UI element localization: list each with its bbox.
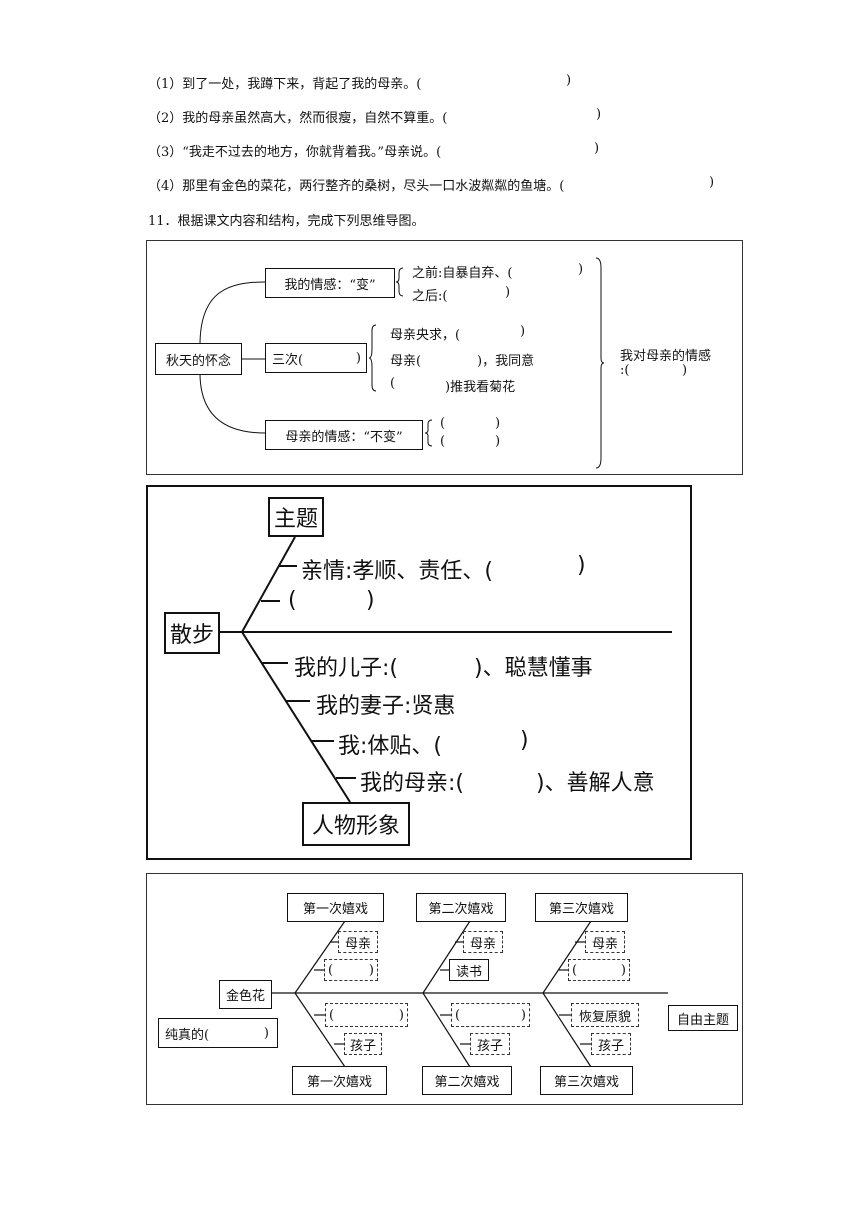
map3-g2-down-1: () xyxy=(451,1003,530,1027)
map3-top-2: 第二次嬉戏 xyxy=(416,893,506,922)
map2-son: 我的儿子:( xyxy=(294,656,398,681)
map1-branch-three-times: 三次() xyxy=(265,343,367,373)
question-4: （4）那里有金色的菜花，两行整齐的桑树，尽头一口水波粼粼的鱼塘。( xyxy=(148,179,565,194)
map3-g2-up-1: 母亲 xyxy=(463,931,503,953)
map1-branch-my-feeling: 我的情感：“变” xyxy=(265,268,395,298)
map3-root: 金色花 xyxy=(219,980,272,1009)
map3-g2-down-2: 孩子 xyxy=(470,1033,510,1055)
map1-branch-mother-feeling: 母亲的情感：“不变” xyxy=(265,420,423,450)
map3-g1-up-1: 母亲 xyxy=(338,931,378,953)
map1-right-blank: :( xyxy=(620,363,630,378)
map1-time-2: 母亲( xyxy=(390,354,422,369)
question-1-close: ) xyxy=(566,73,572,88)
map1-after: 之后:( xyxy=(412,289,448,304)
map3-bottom-1: 第一次嬉戏 xyxy=(292,1066,387,1095)
map2-me: 我:体贴、( xyxy=(338,734,442,759)
map3-g1-up-2: () xyxy=(324,959,378,981)
map3-bottom-2: 第二次嬉戏 xyxy=(422,1066,512,1095)
map2-theme-box: 主题 xyxy=(268,497,324,537)
map1-before: 之前:自暴自弃、( xyxy=(412,266,513,281)
question-2-close: ) xyxy=(596,107,602,122)
map3-right-box: 自由主题 xyxy=(668,1005,738,1031)
map2-theme-blank: ( xyxy=(288,588,297,613)
map3-top-3: 第三次嬉戏 xyxy=(535,893,628,922)
map2-walk-box: 散步 xyxy=(164,612,220,654)
map2-mother: 我的母亲:( xyxy=(360,771,464,796)
map1-root: 秋天的怀念 xyxy=(155,343,242,375)
map1-time-3: ( xyxy=(390,376,396,391)
question-2: （2）我的母亲虽然高大，然而很瘦，自然不算重。( xyxy=(148,111,448,126)
map1-unchanged-2: ( xyxy=(440,434,446,449)
map2-family-love: 亲情:孝顺、责任、( xyxy=(301,559,493,584)
map3-g1-down-2: 孩子 xyxy=(344,1033,382,1055)
map3-bottom-3: 第三次嬉戏 xyxy=(540,1066,633,1095)
map3-g3-up-2: () xyxy=(568,959,630,981)
map3-top-1: 第一次嬉戏 xyxy=(287,893,384,922)
map3-g3-down-1: 恢复原貌 xyxy=(571,1003,639,1027)
map2-wife: 我的妻子:贤惠 xyxy=(316,694,456,719)
question-11: 11．根据课文内容和结构，完成下列思维导图。 xyxy=(148,214,425,229)
map1-time-1: 母亲央求，( xyxy=(390,328,461,343)
question-1: （1）到了一处，我蹲下来，背起了我的母亲。( xyxy=(148,77,422,92)
map2-characters-box: 人物形象 xyxy=(302,802,410,846)
map1-unchanged-1: ( xyxy=(440,416,446,431)
map3-g1-down-1: () xyxy=(325,1003,408,1027)
map3-g3-down-2: 孩子 xyxy=(591,1033,631,1055)
question-4-close: ) xyxy=(709,175,715,190)
question-3-close: ) xyxy=(594,141,600,156)
question-3: （3）“我走不过去的地方，你就背着我。”母亲说。( xyxy=(148,145,442,160)
map3-g3-up-1: 母亲 xyxy=(585,931,625,953)
map3-g2-up-2: 读书 xyxy=(449,959,489,981)
map1-right-label: 我对母亲的情感 xyxy=(620,349,712,364)
map3-left-box: 纯真的() xyxy=(158,1018,278,1048)
